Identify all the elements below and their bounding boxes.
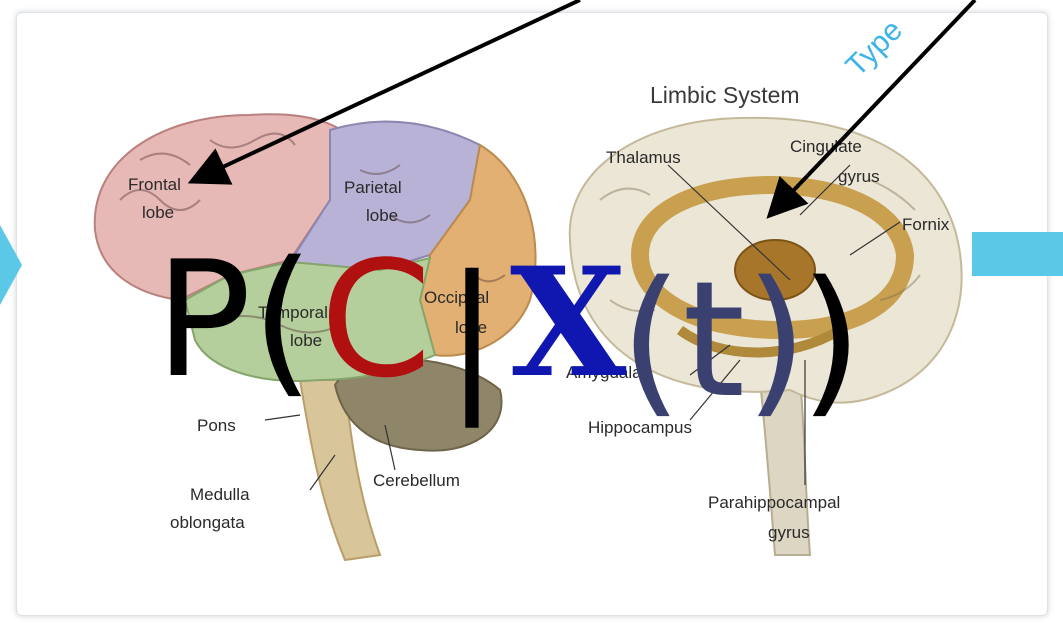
parietal-lobe-label: Parietal [344, 178, 402, 197]
right-arrow-icon [972, 232, 1063, 276]
pons-label: Pons [197, 416, 236, 435]
cingulate-gyrus-label-2: gyrus [838, 167, 880, 186]
equation-x: X [510, 235, 627, 411]
thalamus-label: Thalamus [606, 148, 681, 167]
limbic-system-title: Limbic System [650, 82, 800, 108]
equation-p-open: P( [155, 226, 314, 413]
frontal-lobe-label: Frontal [128, 175, 181, 194]
parahippocampal-gyrus-label: Parahippocampal [708, 493, 840, 512]
equation-c: C [320, 226, 432, 413]
equation-close: ) [800, 246, 862, 433]
fornix-label: Fornix [902, 215, 950, 234]
cingulate-gyrus-label: Cingulate [790, 137, 862, 156]
left-arrow-icon [0, 225, 22, 305]
parietal-lobe-label-2: lobe [366, 206, 398, 225]
equation-t: (t) [620, 246, 808, 433]
rotated-type-text: Type [840, 14, 909, 83]
equation-bar: | [445, 241, 499, 428]
medulla-label-2: oblongata [170, 513, 245, 532]
parahippocampal-gyrus-label-2: gyrus [768, 523, 810, 542]
frontal-lobe-label-2: lobe [142, 203, 174, 222]
cerebellum-label: Cerebellum [373, 471, 460, 490]
medulla-label: Medulla [190, 485, 250, 504]
